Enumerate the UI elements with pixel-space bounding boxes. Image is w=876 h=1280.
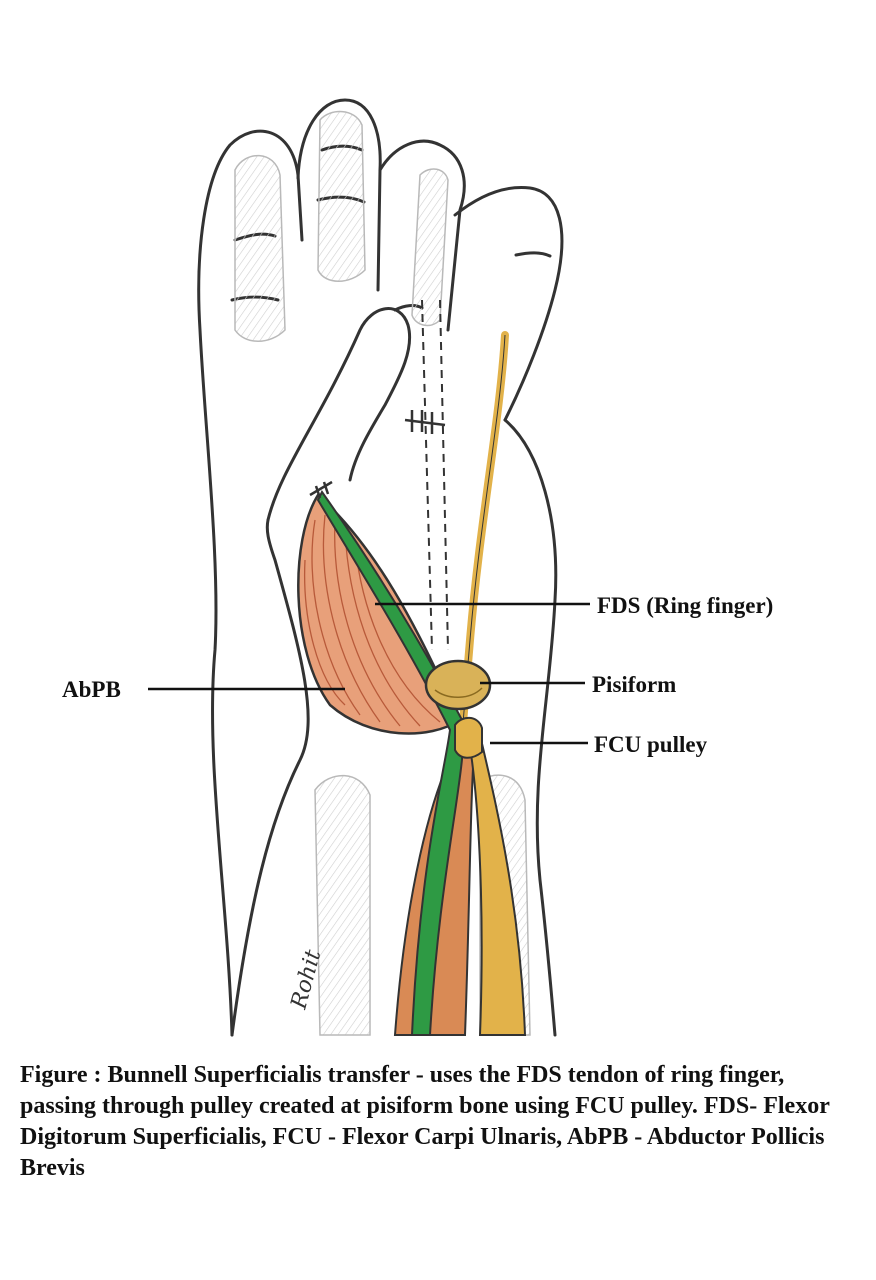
fcu-pulley: [454, 716, 483, 759]
pisiform-bone: [424, 659, 492, 711]
fds-transfer-tendon: [316, 490, 465, 1036]
fds-ring-suture: [404, 410, 446, 434]
leader-lines: [148, 602, 590, 745]
label-pisiform: Pisiform: [592, 672, 677, 697]
abpb-insertion-suture: [309, 480, 333, 499]
fds-ring-course: [421, 299, 449, 651]
figure-caption: Figure : Bunnell Superficialis transfer …: [20, 1062, 830, 1181]
label-abpb: AbPB: [62, 677, 121, 702]
hand-illustration: Rohit: [148, 98, 590, 1037]
label-fcu-pulley: FCU pulley: [594, 732, 708, 757]
hand-outline: [197, 98, 564, 1037]
label-fds-ring-finger: FDS (Ring finger): [597, 593, 774, 618]
